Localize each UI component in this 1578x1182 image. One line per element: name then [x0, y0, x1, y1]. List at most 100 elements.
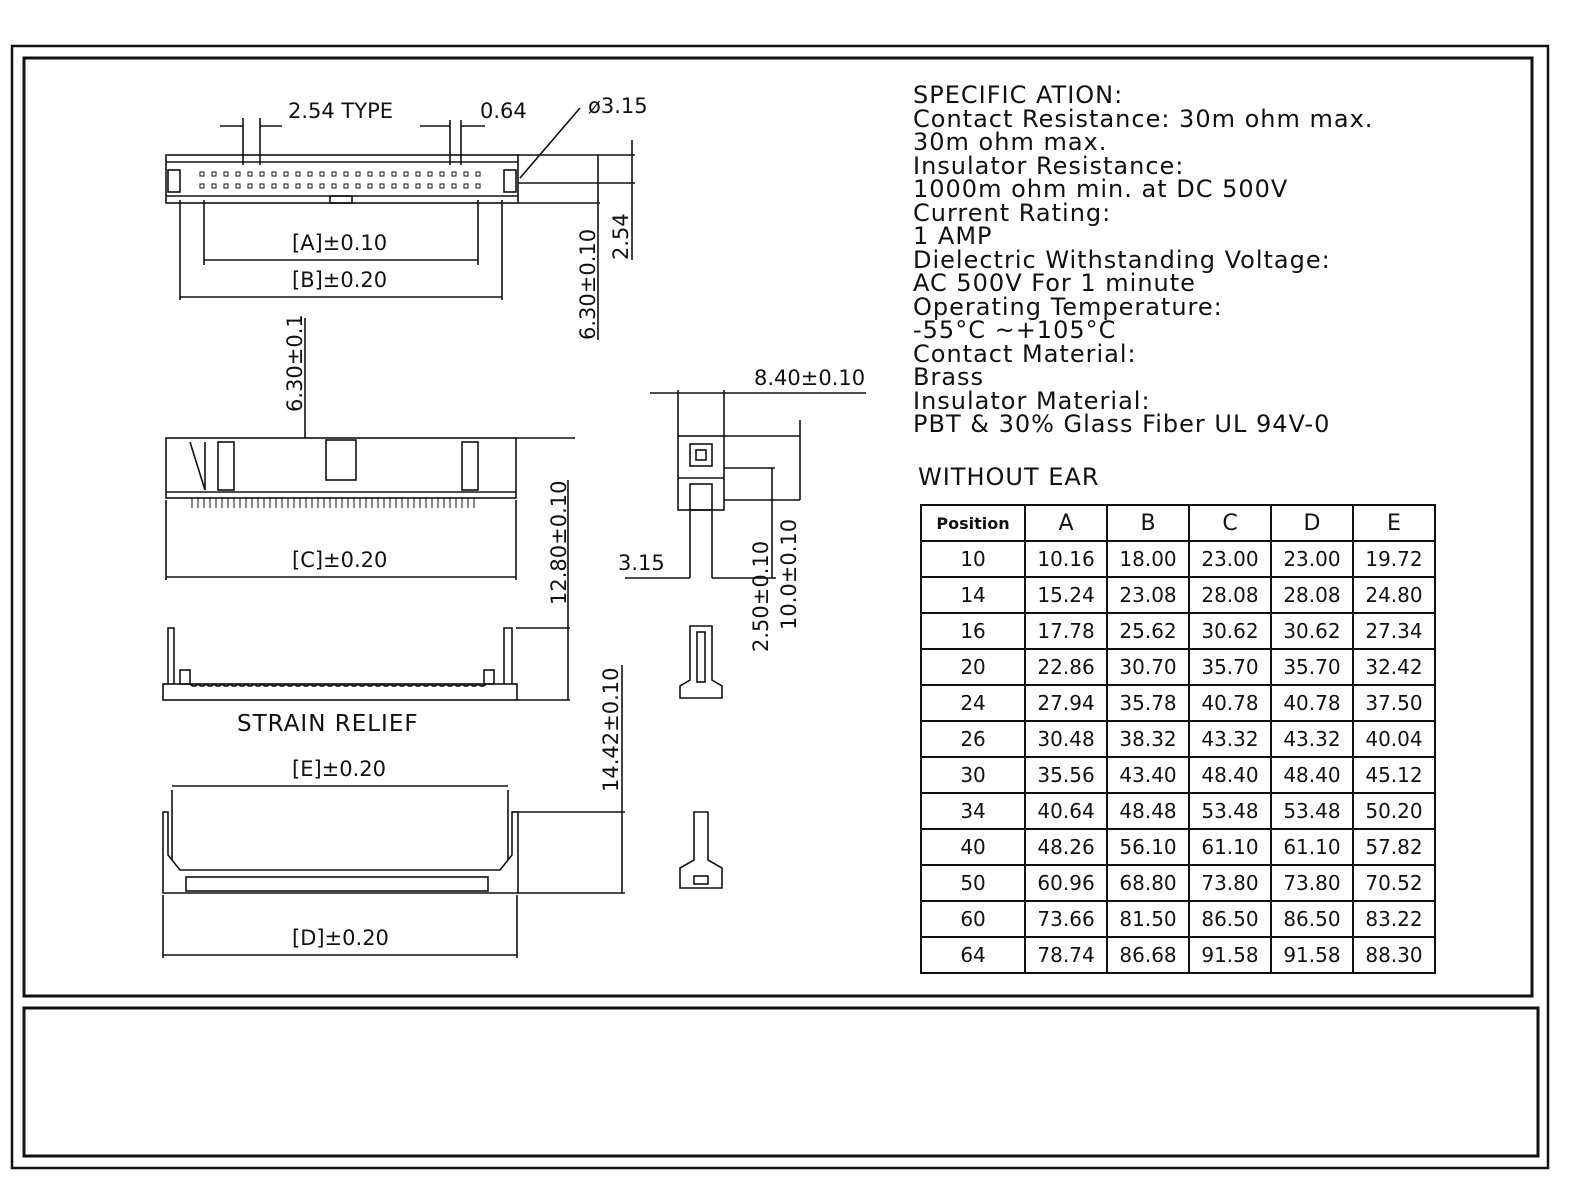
cell-position: 24 — [919, 684, 1027, 722]
cell-value: 81.50 — [1106, 900, 1191, 938]
cell-position: 60 — [919, 900, 1027, 938]
cell-position: 50 — [919, 864, 1027, 902]
pin-hole — [403, 171, 409, 177]
pin-hole — [331, 171, 337, 177]
header-a: A — [1024, 504, 1109, 542]
cell-value: 27.34 — [1351, 612, 1437, 650]
label-height-1442: 14.42±0.10 — [599, 668, 623, 792]
cell-value: 15.24 — [1024, 576, 1109, 614]
pin-hole — [367, 171, 373, 177]
cell-value: 38.32 — [1106, 720, 1191, 758]
pin-hole — [451, 183, 457, 189]
cell-value: 23.00 — [1269, 540, 1354, 578]
header-position: Position — [919, 504, 1027, 542]
cell-position: 64 — [919, 936, 1027, 974]
cell-value: 40.78 — [1269, 684, 1354, 722]
cell-value: 57.82 — [1351, 828, 1437, 866]
pin-hole — [307, 183, 313, 189]
cell-position: 30 — [919, 756, 1027, 794]
cell-value: 40.04 — [1351, 720, 1437, 758]
cell-value: 43.32 — [1269, 720, 1354, 758]
bottom-view — [162, 665, 625, 958]
spec-line: PBT & 30% Glass Fiber UL 94V-0 — [913, 410, 1331, 438]
pin-hole — [223, 171, 229, 177]
label-strain-relief: STRAIN RELIEF — [237, 711, 419, 737]
cell-value: 88.30 — [1351, 936, 1437, 974]
label-height-254: 2.54 — [609, 213, 633, 260]
spec-line: Current Rating: — [913, 198, 1112, 227]
cell-value: 73.80 — [1188, 864, 1272, 902]
spec-line: -55°C ~+105°C — [913, 316, 1117, 344]
spec-line: 30m ohm max. — [913, 128, 1108, 156]
pin-hole — [295, 183, 301, 189]
front-view — [165, 318, 517, 580]
cell-value: 40.64 — [1024, 792, 1109, 830]
specification-block: SPECIFIC ATION: Contact Resistance: 30m … — [913, 83, 1433, 438]
cell-position: 40 — [919, 828, 1027, 866]
pin-hole — [199, 171, 205, 177]
pin-hole — [283, 183, 289, 189]
pin-hole — [271, 183, 277, 189]
pin-hole — [439, 171, 445, 177]
spec-line: Contact Material: — [913, 339, 1137, 368]
cell-value: 18.00 — [1106, 540, 1191, 578]
pin-hole — [463, 183, 469, 189]
pin-hole — [319, 183, 325, 189]
pin-hole — [259, 171, 265, 177]
spec-line: Dielectric Withstanding Voltage: — [913, 245, 1331, 274]
header-d: D — [1269, 504, 1354, 542]
cell-value: 27.94 — [1024, 684, 1109, 722]
pin-hole — [391, 183, 397, 189]
pin-hole — [307, 171, 313, 177]
label-dim-e: [E]±0.20 — [292, 757, 386, 781]
label-dim-b: [B]±0.20 — [292, 268, 387, 292]
cell-value: 43.40 — [1106, 756, 1191, 794]
cell-value: 19.72 — [1351, 540, 1437, 578]
pin-hole — [451, 171, 457, 177]
label-height-250: 2.50±0.10 — [749, 541, 773, 652]
spec-line: Contact Resistance: 30m ohm max. — [913, 104, 1374, 133]
cell-value: 56.10 — [1106, 828, 1191, 866]
side-views — [625, 390, 866, 889]
cell-value: 86.50 — [1269, 900, 1354, 938]
cell-position: 26 — [919, 720, 1027, 758]
pin-hole — [355, 171, 361, 177]
cell-value: 70.52 — [1351, 864, 1437, 902]
pin-hole — [343, 171, 349, 177]
cell-value: 48.40 — [1188, 756, 1272, 794]
pin-hole — [427, 183, 433, 189]
spec-line: Brass — [913, 363, 985, 391]
pin-hole — [379, 171, 385, 177]
cell-value: 40.78 — [1188, 684, 1272, 722]
pin-hole — [247, 183, 253, 189]
strain-relief-view — [162, 437, 575, 701]
header-e: E — [1351, 504, 1437, 542]
spec-line: AC 500V For 1 minute — [913, 269, 1196, 297]
label-height-630-010: 6.30±0.10 — [576, 229, 600, 340]
cell-value: 37.50 — [1351, 684, 1437, 722]
cell-value: 91.58 — [1269, 936, 1354, 974]
spec-line: Operating Temperature: — [913, 292, 1223, 321]
cell-value: 28.08 — [1269, 576, 1354, 614]
cell-value: 48.26 — [1024, 828, 1109, 866]
label-width-840: 8.40±0.10 — [754, 366, 865, 390]
spec-line: Insulator Material: — [913, 386, 1151, 415]
spec-line: 1000m ohm min. at DC 500V — [913, 175, 1289, 203]
cell-value: 30.62 — [1188, 612, 1272, 650]
label-height-630-01: 6.30±0.1 — [283, 314, 307, 412]
label-height-1280: 12.80±0.10 — [547, 481, 571, 605]
cell-value: 91.58 — [1188, 936, 1272, 974]
pin-hole — [211, 171, 217, 177]
pin-hole — [343, 183, 349, 189]
cell-value: 30.48 — [1024, 720, 1109, 758]
table-title: WITHOUT EAR — [918, 463, 1100, 491]
pin-hole — [235, 171, 241, 177]
pin-hole — [367, 183, 373, 189]
